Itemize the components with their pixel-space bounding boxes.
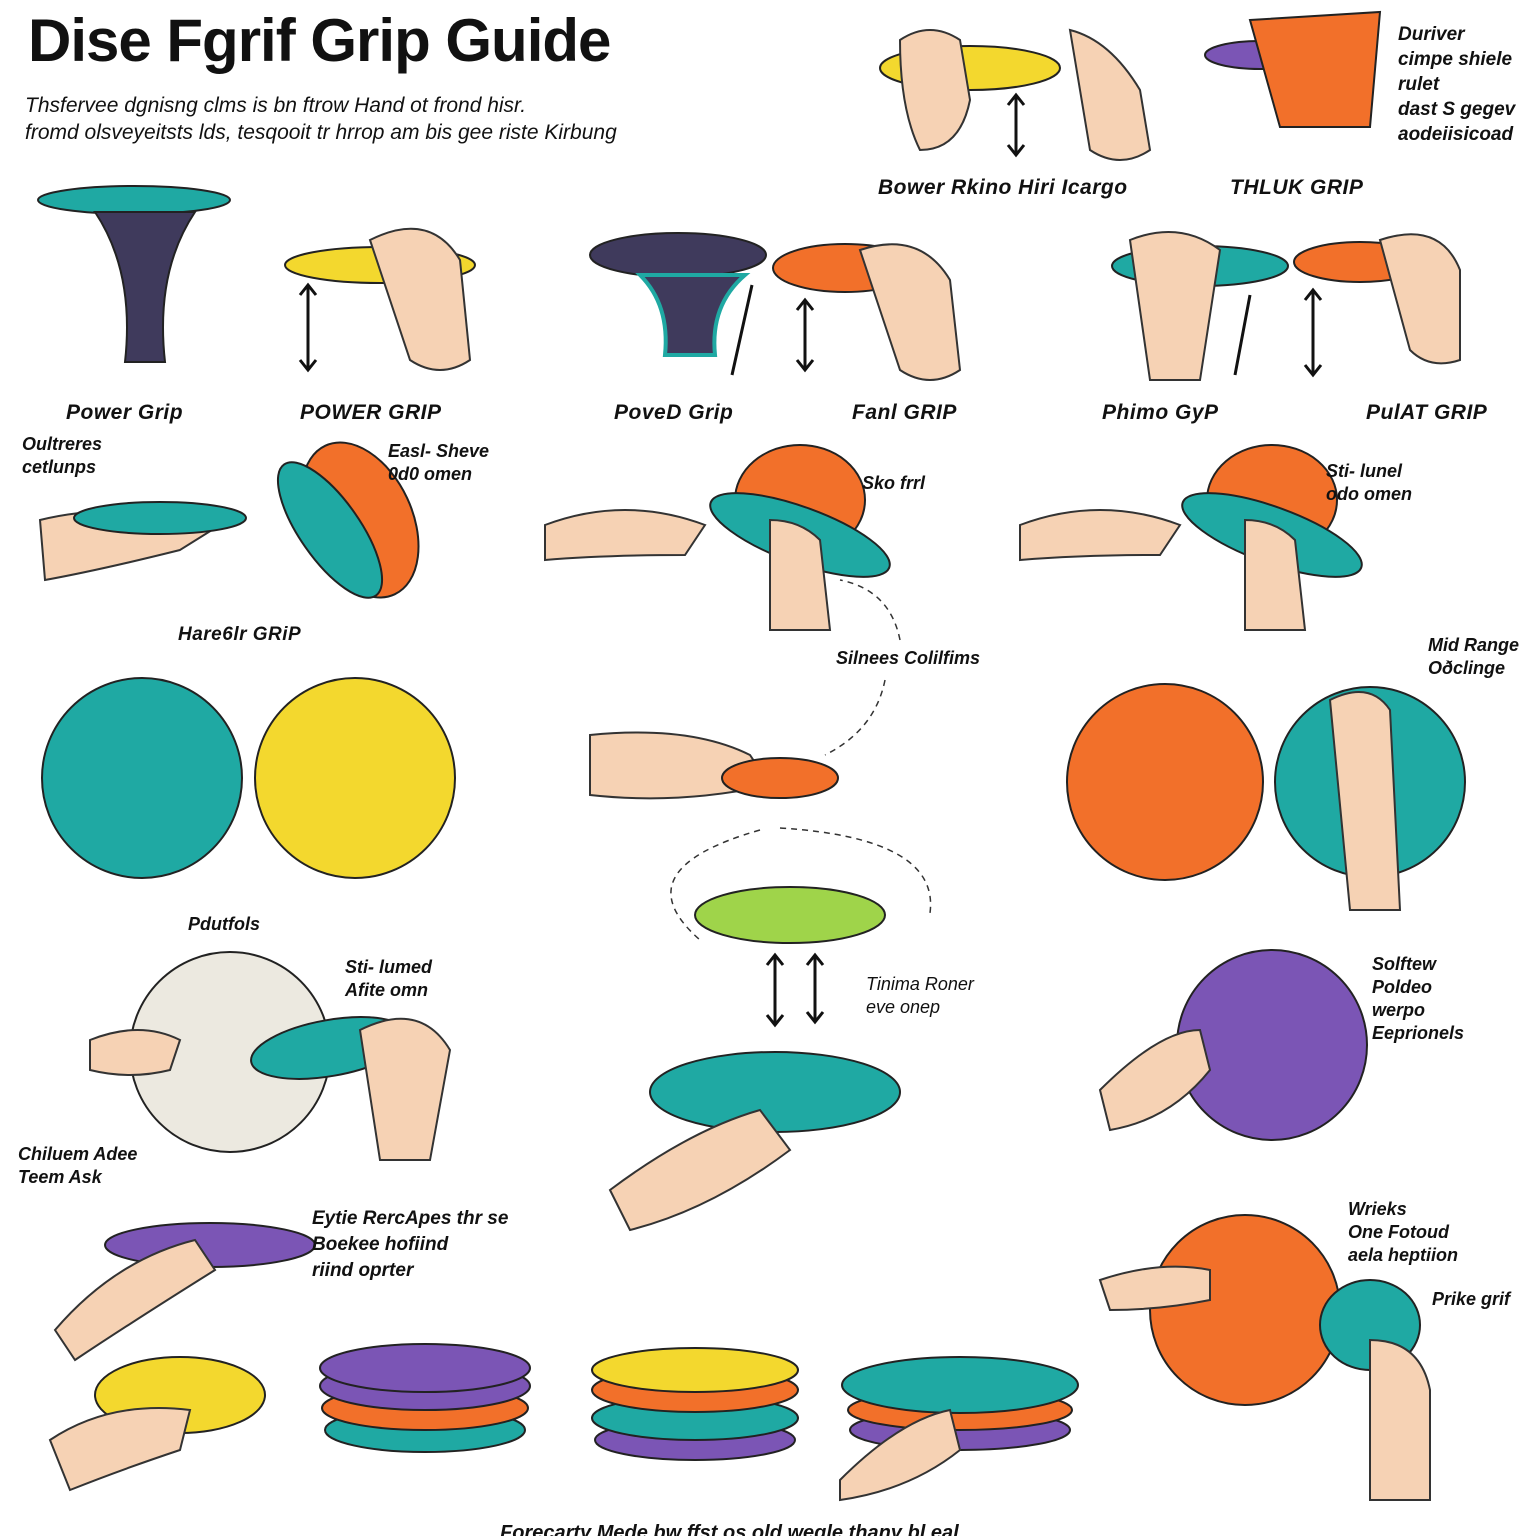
- hand-illustration: [898, 29, 972, 152]
- hand-illustration: [1019, 509, 1182, 562]
- annotation: Prike grif: [1432, 1289, 1511, 1309]
- grip-label: PulAT GRIP: [1366, 401, 1488, 424]
- teal-disc: [649, 1051, 901, 1133]
- navy-disc: [589, 232, 767, 278]
- subtitle-line: Thsfervee dgnisng clms is bn ftrow Hand …: [25, 94, 527, 117]
- grip-label: Power Grip: [66, 401, 184, 424]
- double-arrow-icon: [298, 282, 318, 373]
- grip-handle: [93, 211, 197, 363]
- hand-illustration: [1244, 518, 1307, 631]
- annotation: Chiluem Adee Teem Ask: [18, 1144, 138, 1187]
- double-arrow-icon: [1006, 92, 1026, 158]
- hand-illustration: [1328, 691, 1402, 911]
- grip-label: PoveD Grip: [614, 401, 734, 424]
- annotation: Tinima Roner eve onep: [866, 974, 974, 1017]
- annotation: Silnees Colilfims: [836, 648, 981, 668]
- hand-illustration: [89, 1029, 182, 1076]
- hand-illustration: [839, 1408, 962, 1502]
- hand-illustration: [544, 509, 707, 562]
- hand-illustration: [53, 1238, 217, 1362]
- double-arrow-icon: [765, 952, 825, 1028]
- orange-disc: [1066, 683, 1264, 881]
- orange-disc: [1149, 1214, 1341, 1406]
- annotation: Sti- lunel odo omen: [1326, 461, 1412, 504]
- purple-disc: [104, 1222, 316, 1268]
- annotation: Sti- lumed Afite omn: [345, 957, 433, 1000]
- label: Bower Rkino Hiri Icargo: [878, 176, 1128, 199]
- hand-illustration: [1098, 1265, 1211, 1312]
- hand-illustration: [1098, 1028, 1212, 1132]
- label: THLUK GRIP: [1230, 176, 1364, 199]
- teal-disc: [73, 501, 247, 535]
- orange-disc: [721, 757, 839, 799]
- hand-illustration: [858, 243, 962, 381]
- yellow-disc: [254, 677, 456, 879]
- grip-label: Fanl GRIP: [852, 401, 957, 424]
- grip-handle: [635, 273, 751, 357]
- subtitle-line: fromd olsveyeitsts lds, tesqooit tr hrro…: [25, 121, 617, 144]
- purple-disc: [1176, 949, 1368, 1141]
- grip-label: POWER GRIP: [300, 401, 442, 424]
- annotation: Sko frrl: [862, 473, 926, 493]
- annotation: Solftew Poldeo werpo Eeprionels: [1372, 954, 1465, 1043]
- hand-illustration: [368, 227, 472, 371]
- hand-illustration: [1128, 231, 1222, 381]
- hand-illustration: [769, 518, 832, 631]
- annotation: Wrieks One Fotoud aela heptiion: [1348, 1199, 1459, 1265]
- page-title: Dise Fgrif Grip Guide: [28, 7, 611, 74]
- lime-disc: [694, 886, 886, 944]
- teal-disc: [41, 677, 243, 879]
- double-arrow-icon: [1233, 287, 1323, 378]
- double-arrow-icon: [730, 284, 815, 376]
- teal-disc: [276, 461, 384, 599]
- annotation: Pdutfols: [188, 914, 260, 934]
- hand-illustration: [1068, 28, 1152, 161]
- orange-cloth: [1248, 10, 1382, 128]
- grip-label: Hare6lr GRiP: [178, 624, 302, 645]
- footer-caption: Forecarty Mede bw ffst os old wegle than…: [500, 1522, 959, 1536]
- teal-disc: [37, 185, 231, 215]
- annotation: Easl- Sheve 0d0 omen: [388, 441, 490, 484]
- hand-illustration: [608, 1108, 792, 1232]
- annotation: Eytie RercApes thr se Boekee hofiind rii…: [312, 1208, 509, 1281]
- grip-label: Phimo GyP: [1102, 401, 1219, 424]
- annotation: Duriver cimpe shiele rulet dast S gegev …: [1398, 24, 1516, 145]
- hand-illustration: [1369, 1338, 1431, 1501]
- hand-illustration: [48, 1407, 192, 1492]
- annotation: Oultreres cetlunps: [22, 434, 103, 477]
- hand-illustration: [1378, 233, 1461, 365]
- annotation: Mid Range Oðclinge: [1428, 635, 1520, 678]
- hand-illustration: [358, 1017, 452, 1161]
